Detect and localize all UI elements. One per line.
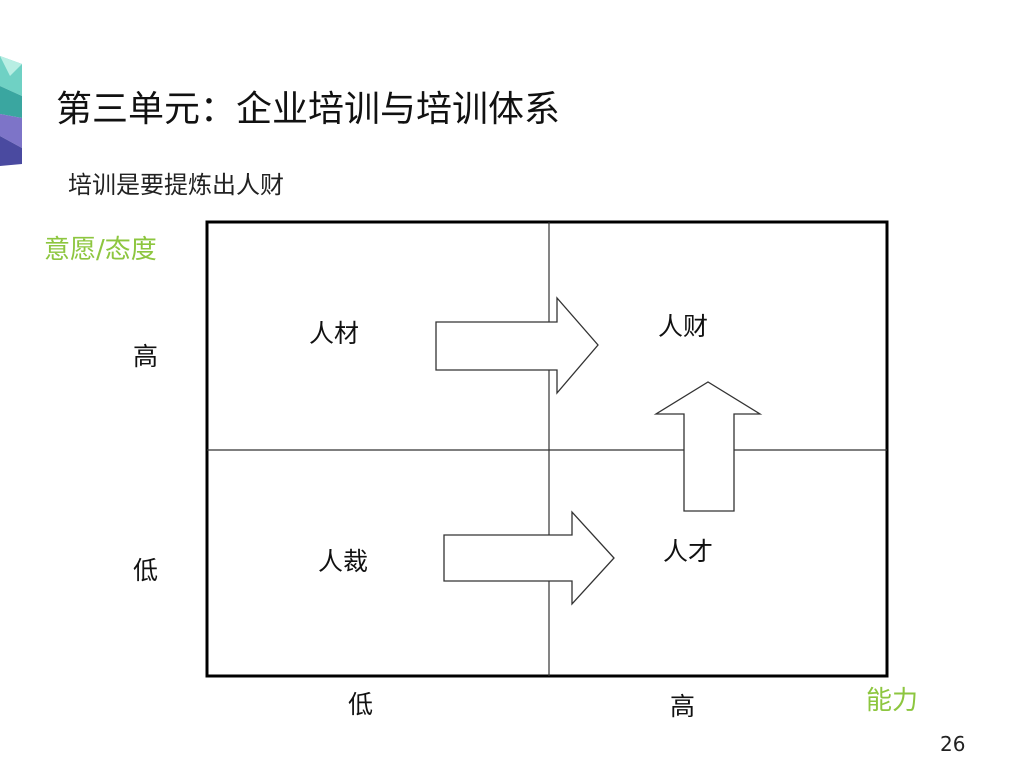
y-axis-label: 意愿/态度 xyxy=(44,235,157,265)
x-tick-high: 高 xyxy=(670,692,696,721)
quadrant-label-top-right: 人财 xyxy=(658,312,709,341)
y-tick-high: 高 xyxy=(133,342,159,371)
quadrant-label-bottom-left: 人裁 xyxy=(318,547,369,576)
slide-subtitle: 培训是要提炼出人财 xyxy=(68,171,284,199)
slide-title: 第三单元：企业培训与培训体系 xyxy=(56,89,561,130)
page-number: 26 xyxy=(940,732,966,756)
geometric-corner-logo-icon xyxy=(0,56,22,166)
x-tick-low: 低 xyxy=(348,690,374,719)
quadrant-label-bottom-right: 人才 xyxy=(663,537,714,566)
x-axis-label: 能力 xyxy=(866,686,919,716)
arrow-talent-to-wealth-icon xyxy=(653,381,763,512)
quadrant-label-top-left: 人材 xyxy=(309,319,360,348)
arrow-cut-to-talent-icon xyxy=(443,510,615,606)
matrix-frame xyxy=(205,220,889,678)
arrow-rencai-to-wealth-icon xyxy=(435,296,599,395)
y-tick-low: 低 xyxy=(133,556,159,585)
